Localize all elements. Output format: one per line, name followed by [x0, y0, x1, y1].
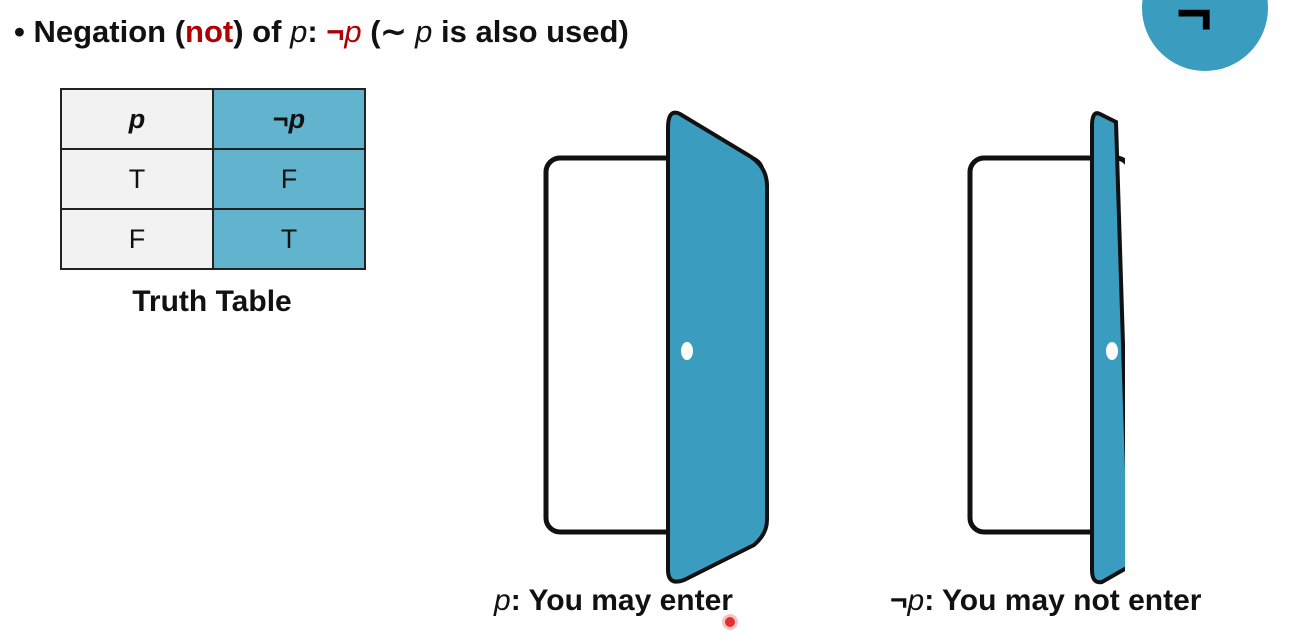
headline-alt-var: p [415, 14, 433, 49]
table-cell: F [60, 208, 214, 270]
headline-keyword: not [185, 14, 234, 49]
door-label-closed: ¬p: You may not enter [890, 584, 1202, 617]
pointer-indicator [725, 617, 735, 627]
headline-var: p [290, 14, 308, 49]
headline-negsym: ¬ [326, 14, 345, 49]
table-cell: T [60, 148, 214, 210]
table-row: T F [60, 148, 366, 210]
truth-table-caption: Truth Table [132, 285, 292, 318]
table-header-not-p: ¬p [212, 88, 366, 150]
open-door [543, 110, 769, 584]
table-cell: T [212, 208, 366, 270]
headline: • Negation (not) of p: ¬p (∼ p is also u… [14, 14, 629, 50]
table-cell: F [212, 148, 366, 210]
headline-negvar: p [344, 14, 362, 49]
headline-alt-open: (∼ [361, 14, 416, 49]
table-header-row: p ¬p [60, 88, 366, 150]
table-header-p: p [60, 88, 214, 150]
truth-table: p ¬p T F F T [60, 88, 366, 270]
headline-middle: ) of [233, 14, 291, 49]
bullet: • [14, 14, 25, 49]
door-knob [1106, 342, 1118, 360]
door-knob [681, 342, 693, 360]
headline-prefix: Negation ( [33, 14, 186, 49]
headline-alt-rest: is also used) [432, 14, 629, 49]
negation-symbol: ¬ [1176, 0, 1213, 48]
table-row: F T [60, 208, 366, 270]
headline-colon: : [307, 14, 327, 49]
open-door-leaf [666, 110, 769, 584]
door-label-open: p: You may enter [494, 584, 733, 617]
closed-door [967, 100, 1155, 600]
